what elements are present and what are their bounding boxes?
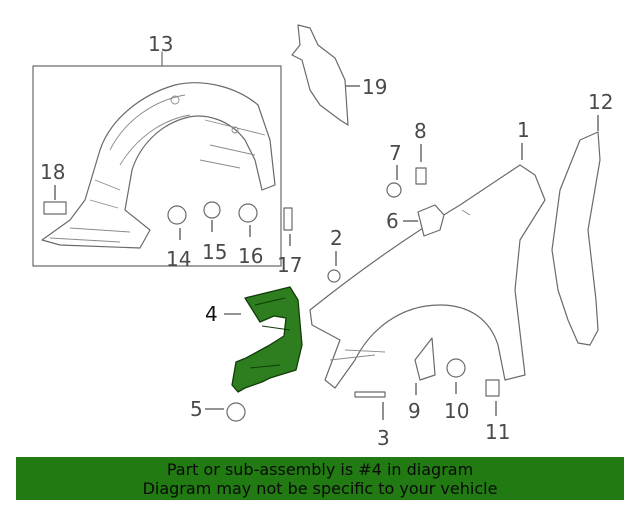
- callout-13: 13: [148, 32, 173, 56]
- callout-19: 19: [362, 75, 387, 99]
- part-12-seal: [551, 115, 601, 346]
- small-fasteners: [167, 144, 500, 422]
- banner-line-2: Diagram may not be specific to your vehi…: [142, 479, 498, 498]
- callout-14: 14: [166, 247, 191, 271]
- parts-diagram: 1 2 3 4 5 6 7 8 9 10 11 12 13 14 15 16 1…: [32, 24, 613, 450]
- callout-8: 8: [414, 119, 427, 143]
- part-1-fender: [309, 143, 546, 389]
- callout-4: 4: [205, 302, 218, 326]
- callout-9: 9: [408, 399, 421, 423]
- callout-11: 11: [485, 420, 510, 444]
- info-banner: Part or sub-assembly is #4 in diagram Di…: [16, 457, 624, 500]
- callout-1: 1: [517, 118, 530, 142]
- callout-10: 10: [444, 399, 469, 423]
- part-18-clip: [43, 185, 67, 215]
- callout-2: 2: [330, 226, 343, 250]
- callout-3: 3: [377, 426, 390, 450]
- callout-18: 18: [40, 160, 65, 184]
- callout-12: 12: [588, 90, 613, 114]
- callout-16: 16: [238, 244, 263, 268]
- callout-15: 15: [202, 240, 227, 264]
- part-19-shield: [291, 24, 360, 126]
- part-4-bracket: [224, 286, 303, 393]
- callout-7: 7: [389, 141, 402, 165]
- fender-liner-inset: [32, 51, 282, 267]
- callout-6: 6: [386, 209, 399, 233]
- callout-5: 5: [190, 397, 203, 421]
- banner-line-1: Part or sub-assembly is #4 in diagram: [166, 460, 474, 479]
- callout-17: 17: [277, 253, 302, 277]
